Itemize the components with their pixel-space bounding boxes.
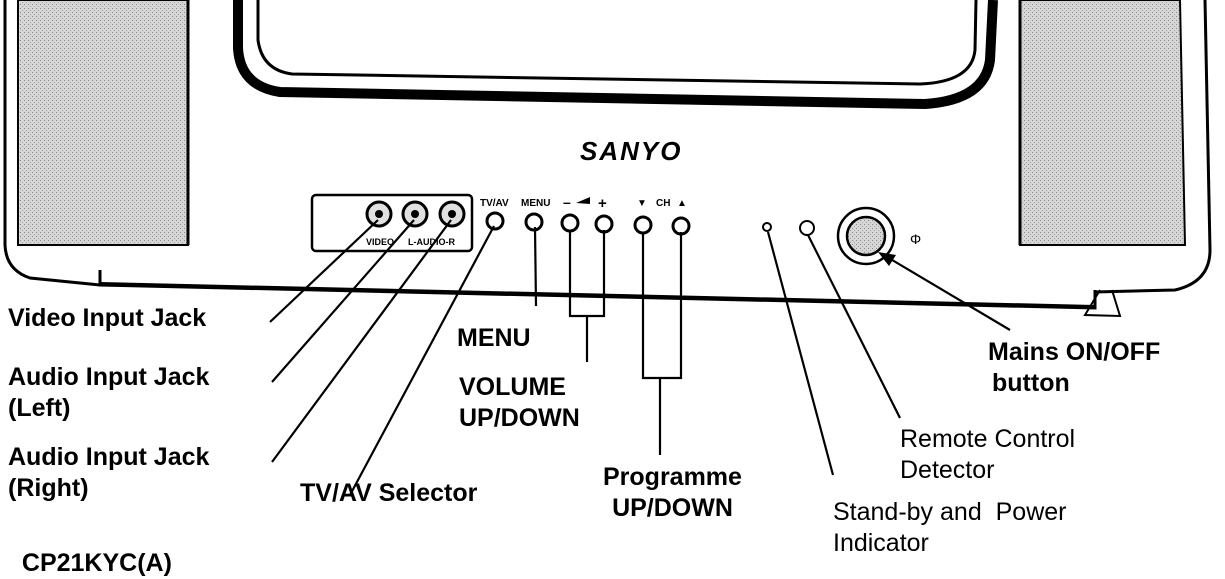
remote-label-line2: Detector bbox=[900, 456, 995, 484]
vol-plus-label: + bbox=[598, 195, 607, 212]
mains-onoff-label: Mains ON/OFF button bbox=[988, 337, 1160, 399]
input-jack-panel: VIDEO L-AUDIO-R bbox=[310, 193, 474, 253]
volume-label-line1: VOLUME bbox=[459, 373, 566, 401]
audio-right-label-line1: Audio Input Jack bbox=[8, 443, 210, 471]
audio-jack-label: L-AUDIO-R bbox=[408, 237, 455, 247]
programme-label-line1: Programme bbox=[603, 463, 742, 491]
tv-cabinet bbox=[3, 0, 1212, 318]
left-speaker-grille bbox=[17, 0, 189, 246]
standby-power-indicator bbox=[762, 222, 772, 232]
volume-label-line2: UP/DOWN bbox=[459, 404, 580, 432]
programme-callout-label: Programme UP/DOWN bbox=[603, 462, 742, 524]
vol-minus-label: – bbox=[563, 194, 571, 210]
remote-control-detector bbox=[799, 220, 815, 236]
ch-down-label: ▼ bbox=[637, 198, 647, 209]
programme-up-button bbox=[671, 216, 691, 236]
leader-volume-bracket bbox=[568, 230, 606, 318]
front-controls: TV/AV MENU – + ▼ CH ▲ bbox=[480, 194, 691, 236]
leader-remote bbox=[807, 234, 901, 419]
mains-label-line2: button bbox=[992, 369, 1070, 397]
power-symbol: Φ bbox=[910, 231, 921, 247]
programme-down-button bbox=[633, 215, 653, 235]
audio-input-right-label: Audio Input Jack (Right) bbox=[8, 442, 209, 504]
remote-control-detector-label: Remote Control Detector bbox=[900, 424, 1075, 486]
menu-callout-label: MENU bbox=[457, 324, 531, 352]
tvav-button bbox=[485, 211, 505, 231]
audio-input-left-label: Audio Input Jack (Left) bbox=[8, 362, 209, 424]
leader-programme-bracket bbox=[641, 232, 683, 380]
audio-left-label-line1: Audio Input Jack bbox=[8, 363, 210, 391]
model-number-label: CP21KYC(A) bbox=[8, 549, 172, 577]
standby-indicator-label: Stand-by and Power Indicator bbox=[833, 497, 1066, 559]
leader-tvav bbox=[349, 225, 495, 496]
ch-label: CH bbox=[656, 198, 670, 209]
menu-label: MENU bbox=[521, 198, 550, 209]
leader-mains bbox=[881, 253, 1011, 331]
volume-callout-label: VOLUME UP/DOWN bbox=[459, 372, 580, 434]
tvav-label: TV/AV bbox=[480, 198, 509, 209]
brand-logo: SANYO bbox=[580, 136, 682, 166]
mains-power-button bbox=[836, 206, 896, 266]
leader-audio-right bbox=[271, 219, 452, 463]
leader-standby bbox=[766, 231, 835, 476]
mains-arrow-icon bbox=[878, 252, 896, 266]
audio-left-label-line2: (Left) bbox=[8, 394, 71, 422]
standby-label-line2: Indicator bbox=[833, 529, 929, 557]
right-speaker-grille bbox=[1019, 0, 1187, 246]
tv-av-selector-label: TV/AV Selector bbox=[300, 479, 478, 507]
video-jack-label: VIDEO bbox=[366, 237, 394, 247]
volume-down-button bbox=[560, 213, 580, 233]
remote-label-line1: Remote Control bbox=[900, 425, 1076, 453]
standby-label-line1: Stand-by and Power bbox=[833, 498, 1067, 526]
volume-wedge-icon bbox=[576, 197, 590, 204]
ch-up-label: ▲ bbox=[677, 198, 687, 209]
tv-front-panel-diagram: SANYO VIDEO L-AUDIO-R TV/AV MENU – + ▼ C… bbox=[3, 0, 1212, 496]
video-input-jack-label: Video Input Jack bbox=[8, 304, 207, 332]
leader-lines bbox=[269, 219, 1011, 496]
mains-label-line1: Mains ON/OFF bbox=[988, 338, 1161, 366]
leader-audio-left bbox=[271, 219, 415, 383]
leader-menu bbox=[533, 226, 538, 307]
audio-right-label-line2: (Right) bbox=[8, 474, 89, 502]
screen-bezel bbox=[233, 0, 998, 110]
leader-video bbox=[269, 219, 379, 323]
volume-up-button bbox=[594, 214, 614, 234]
programme-label-line2: UP/DOWN bbox=[612, 494, 733, 522]
